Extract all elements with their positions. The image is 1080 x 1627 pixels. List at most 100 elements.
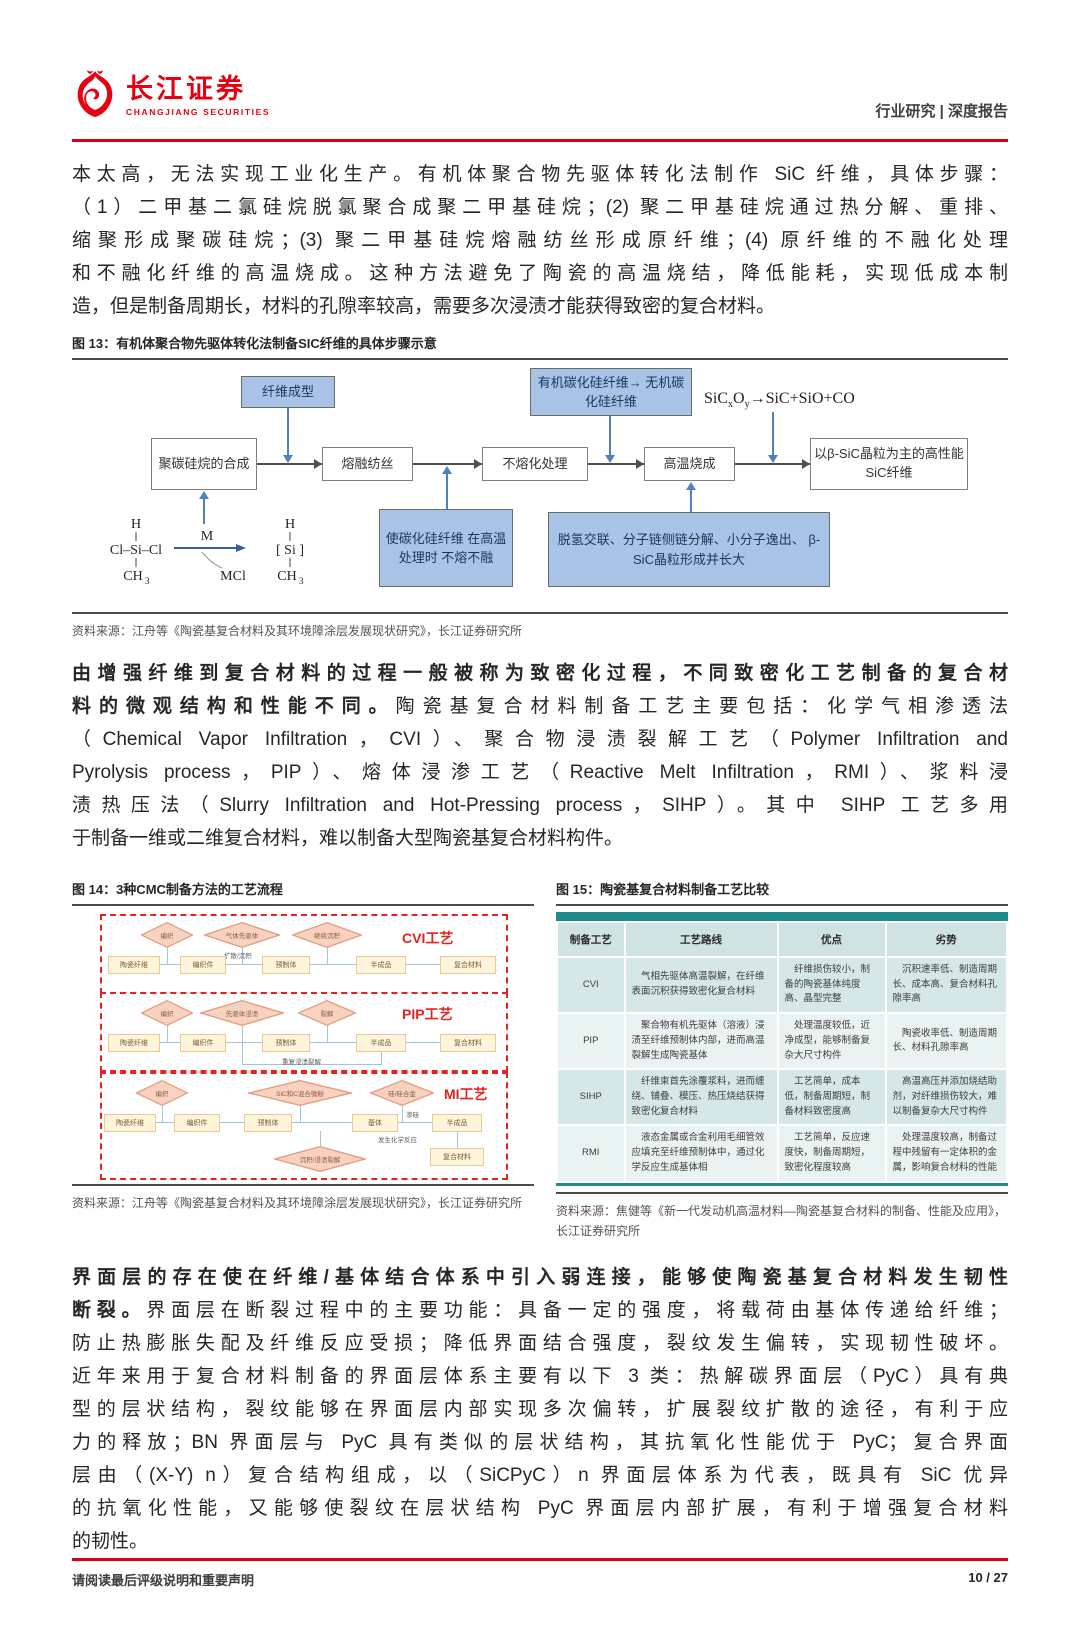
cell-cons: 沉积速率低、制造周期长、成本高、复合材料孔隙率高: [884, 955, 1008, 1015]
page-header: 长江证券 CHANGJIANG SECURITIES 行业研究 | 深度报告: [72, 68, 1008, 125]
fig15-caption: 图 15：陶瓷基复合材料制备工艺比较: [556, 879, 1008, 906]
connector: [167, 1026, 168, 1042]
cell-pros: 处理温度较低，近净成型，能够制备复杂大尺寸构件: [776, 1012, 887, 1071]
changjiang-logo-icon: [72, 68, 118, 125]
cell-cons: 处理温度较高，制备过程中残留有一定体积的金属，影响复合材料的性能: [884, 1124, 1008, 1183]
chem-catalyst: M: [201, 529, 214, 544]
chem-subscript: 3: [299, 576, 304, 586]
flow-step: 熔融纺丝: [322, 447, 413, 481]
formula-part: →SiC+SiO+CO: [749, 390, 855, 407]
paragraph-line: 的韧性。: [72, 1525, 1008, 1558]
fig14-bottom-rule: [72, 1184, 534, 1186]
mi-process-frame: [100, 1072, 508, 1180]
fig14-column: 图 14：3种CMC制备方法的工艺流程 CVI工艺 编织 气体先驱体 继续沉积 …: [72, 869, 534, 1241]
cvi-flow-box: 编织件: [180, 956, 226, 974]
annotation-box: 脱氢交联、分子链侧链分解、小分子逸出、 β-SiC晶粒形成并长大: [548, 512, 830, 587]
paragraph-line: （1）二甲基二氯硅烷脱氯聚合成聚二甲基硅烷；(2) 聚二甲基硅烷通过热分解、重排…: [72, 191, 1008, 224]
flow-step: 以β-SiC晶粒为主的高性能SiC纤维: [810, 438, 968, 490]
diamond-label: SiC和C混合微粉: [276, 1091, 324, 1098]
table-top-bar: [556, 912, 1008, 921]
paragraph-3: 界面层的存在使在纤维/基体结合体系中引入弱连接，能够使陶瓷基复合材料发生韧性 断…: [72, 1261, 1008, 1558]
text-run: 的抗氧化性能，又能够使裂纹在层状结构 PyC 界面层内部扩展，有利于增强复合材料: [72, 1497, 1008, 1519]
arrow-up-icon: [199, 491, 209, 499]
mi-flow-box: 复合材料: [430, 1148, 484, 1166]
fig14-caption: 图 14：3种CMC制备方法的工艺流程: [72, 879, 534, 906]
text-run: 型的层状结构，裂纹能够在界面层内部实现多次偏转，扩展裂纹扩散的途径，有利于应: [72, 1398, 1008, 1420]
cvi-note: 扩散/沉积: [224, 953, 252, 960]
arrow-down-icon: [768, 455, 778, 463]
cell-process: CVI: [556, 955, 626, 1015]
chemical-formula: SiCxOy→SiC+SiO+CO: [704, 390, 855, 410]
text-run-bold: 料的微观结构和性能不同。: [72, 696, 396, 717]
table-row: CVI 气相先驱体高温裂解，在纤维表面沉积获得致密化复合材料 纤维损伤较小，制备…: [556, 955, 1008, 1015]
connector: [609, 416, 611, 456]
page-footer: 请阅读最后评级说明和重要声明 10 / 27: [72, 1557, 1008, 1627]
connector: [287, 408, 289, 456]
cvi-flow-box: 预制体: [262, 956, 310, 974]
chem-atom: H: [285, 517, 295, 532]
brand-name-en: CHANGJIANG SECURITIES: [126, 107, 271, 117]
text-run: 界面层在断裂过程中的主要功能：具备一定的强度，将载荷由基体传递给纤维；: [146, 1299, 1008, 1321]
paragraph-1: 本太高，无法实现工业化生产。有机体聚合物先驱体转化法制作 SiC 纤维，具体步骤…: [72, 158, 1008, 323]
arrow-down-icon: [283, 455, 293, 463]
paragraph-line: 和不融化纤维的高温烧成。这种方法避免了陶瓷的高温烧结，降低能耗，实现低成本制: [72, 257, 1008, 290]
fig15-column: 图 15：陶瓷基复合材料制备工艺比较 制备工艺 工艺路线 优点 劣势: [556, 869, 1008, 1241]
diamond-label: 硅/硅合金: [388, 1091, 416, 1098]
connector: [690, 489, 692, 512]
fig13-flowchart: 聚碳硅烷的合成 熔融纺丝 不熔化处理 高温烧成 以β-SiC晶粒为主的高性能Si…: [72, 364, 1008, 612]
chem-subscript: 3: [145, 576, 150, 586]
diamond-label: 编织: [160, 1011, 174, 1018]
chem-group: Cl–Si–Cl: [110, 543, 162, 558]
paragraph-line: 本太高，无法实现工业化生产。有机体聚合物先驱体转化法制作 SiC 纤维，具体步骤…: [72, 158, 1008, 191]
text-run: （Chemical Vapor Infiltration，CVI）、聚合物浸渍裂…: [72, 729, 1008, 750]
pip-flow-box: 预制体: [262, 1034, 310, 1052]
chem-byproduct: MCl: [220, 569, 246, 584]
paragraph-line: 力的释放；BN 界面层与 PyC 具有类似的层状结构，其抗氧化性能优于 PyC；…: [72, 1426, 1008, 1459]
paragraph-line: 料的微观结构和性能不同。陶瓷基复合材料制备工艺主要包括：化学气相渗透法: [72, 690, 1008, 723]
paragraph-line: 型的层状结构，裂纹能够在界面层内部实现多次偏转，扩展裂纹扩散的途径，有利于应: [72, 1393, 1008, 1426]
text-run-bold: 断裂。: [72, 1299, 147, 1321]
pip-flow-box: 陶瓷纤维: [108, 1034, 160, 1052]
text-run: 的韧性。: [72, 1530, 149, 1552]
flow-step: 不熔化处理: [482, 447, 588, 481]
text-run: 本太高，无法实现工业化生产。有机体聚合物先驱体转化法制作 SiC 纤维，具体步骤…: [72, 164, 1008, 185]
fig15-table: 制备工艺 工艺路线 优点 劣势 CVI 气相先驱体高温裂解，在纤维表面沉积获得致…: [556, 912, 1008, 1186]
formula-part: O: [733, 390, 745, 407]
text-run: 防止热膨胀失配及纤维反应受损；降低界面结合强度，裂纹发生偏转，实现韧性破坏。: [72, 1332, 1008, 1354]
footer-rule: [72, 1557, 1008, 1561]
mi-step-diamond: SiC和C混合微粉: [248, 1080, 352, 1106]
diamond-label: 先驱体浸渍: [225, 1011, 259, 1018]
diamond-label: 沉积/浸渍裂解: [299, 1157, 341, 1164]
connector: [327, 1026, 328, 1042]
fig13-bottom-rule: [72, 612, 1008, 614]
text-run: 陶瓷基复合材料制备工艺主要包括：化学气相渗透法: [395, 696, 1008, 717]
diamond-label: 裂解: [320, 1011, 334, 1018]
brand-text: 长江证券 CHANGJIANG SECURITIES: [126, 76, 271, 118]
annotation-box: 使碳化硅纤维 在高温处理时 不熔不融: [379, 509, 513, 587]
flow-step: 聚碳硅烷的合成: [151, 438, 257, 490]
brand-logo: 长江证券 CHANGJIANG SECURITIES: [72, 68, 270, 125]
arrow-up-icon: [686, 482, 696, 490]
connector: [242, 1064, 382, 1065]
paragraph-line: 近年来用于复合材料制备的界面层体系主要有以下 3 类：热解碳界面层（PyC）具有…: [72, 1360, 1008, 1393]
connector: [162, 1106, 163, 1122]
table-header-row: 制备工艺 工艺路线 优点 劣势: [556, 921, 1008, 958]
connector: [446, 473, 448, 509]
paragraph-line: 防止热膨胀失配及纤维反应受损；降低界面结合强度，裂纹发生偏转，实现韧性破坏。: [72, 1327, 1008, 1360]
cell-process: RMI: [556, 1124, 626, 1183]
text-run: 层由（(X-Y) n）复合结构组成，以（SiCPyC）n 界面层体系为代表，既具…: [72, 1464, 1008, 1486]
paragraph-line: 断裂。界面层在断裂过程中的主要功能：具备一定的强度，将载荷由基体传递给纤维；: [72, 1294, 1008, 1327]
mi-flow-box: 基体: [352, 1114, 398, 1132]
text-run: 于制备一维或二维复合材料，难以制备大型陶瓷基复合材料构件。: [72, 828, 624, 849]
cell-route: 气相先驱体高温裂解，在纤维表面沉积获得致密化复合材料: [623, 955, 779, 1015]
flow-step: 高温烧成: [644, 447, 735, 481]
fig13-caption: 图 13：有机体聚合物先驱体转化法制备SIC纤维的具体步骤示意: [72, 333, 1008, 360]
fig14-source: 资料来源：江舟等《陶瓷基复合材料及其环境障涂层发展现状研究》，长江证券研究所: [72, 1196, 523, 1210]
connector: [203, 498, 205, 524]
connector: [457, 1131, 458, 1148]
text-run: 渍热压法（Slurry Infiltration and Hot-Pressin…: [72, 795, 1008, 816]
chem-group: CH: [123, 569, 142, 584]
pip-loop-label: 重复浸渍裂解: [282, 1059, 321, 1066]
text-run: 缩聚形成聚碳硅烷；(3) 聚二甲基硅烷熔融纺丝形成原纤维；(4) 原纤维的不融化…: [72, 230, 1008, 251]
mi-note-reaction: 发生化学反应: [378, 1137, 417, 1144]
